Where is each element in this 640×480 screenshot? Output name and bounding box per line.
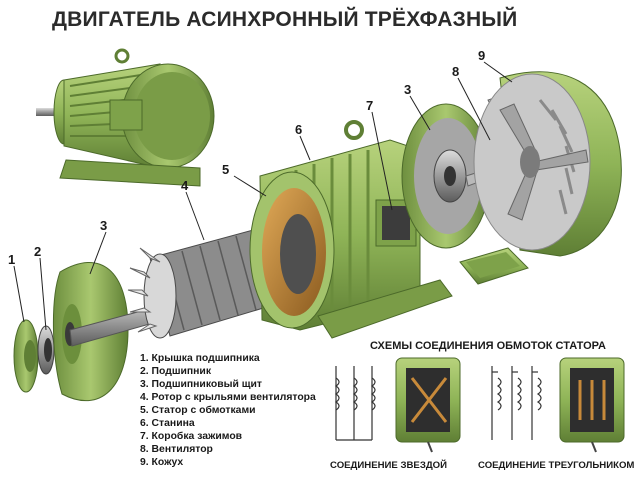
legend-item: 6. Станина (140, 418, 195, 429)
legend-item: 7. Коробка зажимов (140, 431, 243, 442)
parts-legend: 1. Крышка подшипника 2. Подшипник 3. Под… (140, 352, 316, 469)
fan-cover (473, 71, 622, 257)
schemes-heading: СХЕМЫ СОЕДИНЕНИЯ ОБМОТОК СТАТОРА (370, 340, 606, 352)
star-winding-schematic (334, 366, 376, 441)
delta-terminal-box (559, 357, 625, 453)
callout-3-front: 3 (100, 218, 108, 233)
legend-item: 2. Подшипник (140, 366, 212, 377)
legend-item: 5. Статор с обмотками (140, 405, 256, 416)
legend-item: 8. Вентилятор (140, 444, 213, 455)
legend-item: 3. Подшипниковый щит (140, 379, 263, 390)
callout-2: 2 (34, 244, 42, 259)
bearing-shield-rear (401, 103, 491, 249)
star-terminal-box (395, 357, 461, 453)
callout-7: 7 (366, 98, 374, 113)
callout-1: 1 (8, 252, 16, 267)
callout-6: 6 (295, 122, 303, 137)
callout-9: 9 (478, 48, 486, 63)
leader-lines (13, 61, 513, 331)
legend-item: 9. Кожух (140, 457, 184, 468)
delta-caption: СОЕДИНЕНИЕ ТРЕУГОЛЬНИКОМ (478, 460, 635, 471)
legend-item: 4. Ротор с крыльями вентилятора (140, 392, 316, 403)
bearing-cap (13, 319, 39, 393)
callout-4: 4 (181, 178, 189, 193)
legend-item: 1. Крышка подшипника (140, 353, 260, 364)
delta-winding-schematic (491, 366, 542, 440)
star-caption: СОЕДИНЕНИЕ ЗВЕЗДОЙ (330, 460, 448, 471)
callout-5: 5 (222, 162, 230, 177)
stator-housing (249, 120, 453, 339)
page-title: ДВИГАТЕЛЬ АСИНХРОННЫЙ ТРЁХФАЗНЫЙ (52, 8, 518, 31)
callout-3-rear: 3 (404, 82, 412, 97)
terminal-box-lid (459, 247, 529, 285)
assembled-motor (36, 48, 215, 187)
callout-8: 8 (452, 64, 460, 79)
bearing (37, 325, 55, 375)
